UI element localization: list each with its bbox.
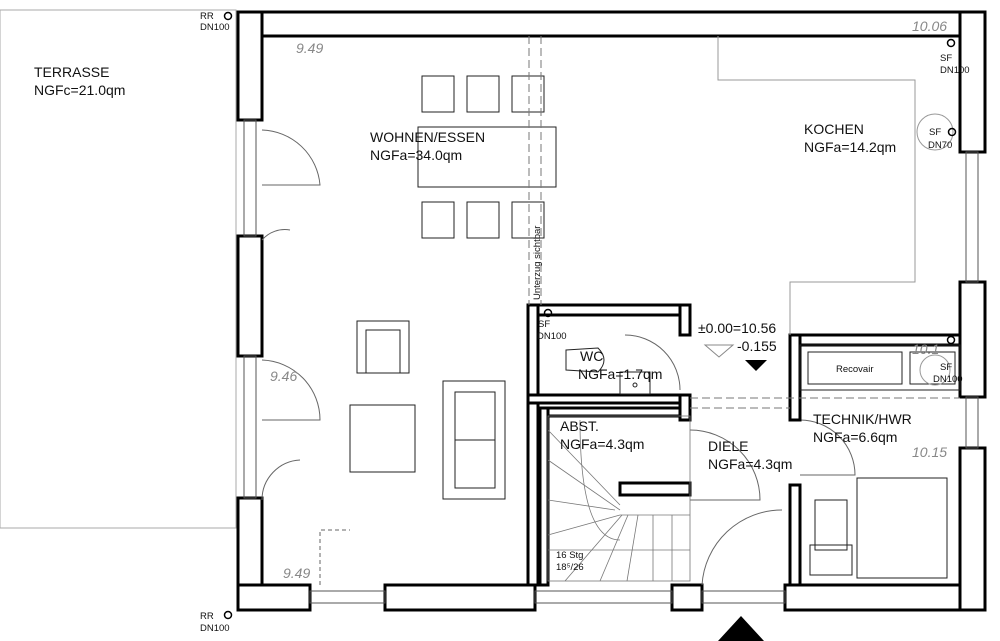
pipe-type: SF bbox=[940, 53, 953, 64]
room-area-kochen: NGFa=14.2qm bbox=[804, 139, 897, 155]
pipe-size: DN100 bbox=[200, 22, 230, 33]
pipe-type: RR bbox=[200, 11, 214, 22]
level-marker-open-icon bbox=[703, 344, 735, 358]
door-swings bbox=[261, 129, 856, 586]
pipe-size: DN100 bbox=[940, 65, 970, 76]
level-marker-filled-icon bbox=[745, 360, 767, 371]
room-area-diele: NGFa=4.3qm bbox=[708, 456, 793, 472]
room-name-terrasse: TERRASSE bbox=[34, 64, 110, 80]
pipe-size: DN100 bbox=[200, 623, 230, 634]
pipe-size: DN100 bbox=[537, 331, 567, 342]
pipe-type: RR bbox=[200, 611, 214, 622]
room-name-technik: TECHNIK/HWR bbox=[813, 411, 912, 427]
pipe-markers bbox=[223, 11, 957, 620]
pipe-type: SF bbox=[538, 319, 551, 330]
interior-walls bbox=[526, 303, 962, 587]
room-area-wohnen: NGFa=34.0qm bbox=[370, 147, 463, 163]
level-label: 10.15 bbox=[912, 444, 948, 460]
beam-annotation: Unterzug sichtbar bbox=[532, 225, 543, 300]
beam-line bbox=[528, 36, 960, 409]
room-name-wohnen: WOHNEN/ESSEN bbox=[370, 129, 486, 145]
terrace-outline bbox=[0, 9, 237, 529]
level-label: 9.49 bbox=[283, 565, 311, 581]
elevation-reference: ±0.00=10.56 bbox=[698, 320, 777, 336]
level-label: 9.49 bbox=[296, 40, 324, 56]
stairs-count: 16 Stg bbox=[556, 550, 584, 561]
level-label: 10.1 bbox=[912, 341, 940, 357]
entrance-arrow-icon bbox=[718, 616, 764, 641]
room-area-wc: NGFa=1.7qm bbox=[578, 366, 663, 382]
level-label: 10.06 bbox=[912, 18, 948, 34]
pipe-size: DN70 bbox=[928, 140, 953, 151]
pipe-type: SF bbox=[929, 127, 942, 138]
room-area-abst: NGFa=4.3qm bbox=[560, 436, 645, 452]
room-name-kochen: KOCHEN bbox=[804, 121, 864, 137]
furniture bbox=[349, 75, 961, 579]
windows bbox=[243, 119, 979, 604]
elevation-offset: -0.155 bbox=[737, 338, 777, 354]
room-name-wc: WC bbox=[580, 348, 604, 364]
recovair-label: Recovair bbox=[836, 364, 874, 375]
stairs bbox=[547, 415, 691, 582]
room-area-technik: NGFa=6.6qm bbox=[813, 429, 898, 445]
stairs-ratio: 18⁵/26 bbox=[556, 562, 584, 573]
level-label: 9.46 bbox=[270, 368, 298, 384]
outer-walls bbox=[236, 10, 987, 612]
pipe-size: DN100 bbox=[933, 374, 963, 385]
room-name-abst: ABST. bbox=[560, 418, 599, 434]
room-name-diele: DIELE bbox=[708, 438, 749, 454]
pipe-type: SF bbox=[940, 362, 953, 373]
kitchen-counter bbox=[717, 36, 916, 335]
room-area-terrasse: NGFc=21.0qm bbox=[34, 82, 126, 98]
